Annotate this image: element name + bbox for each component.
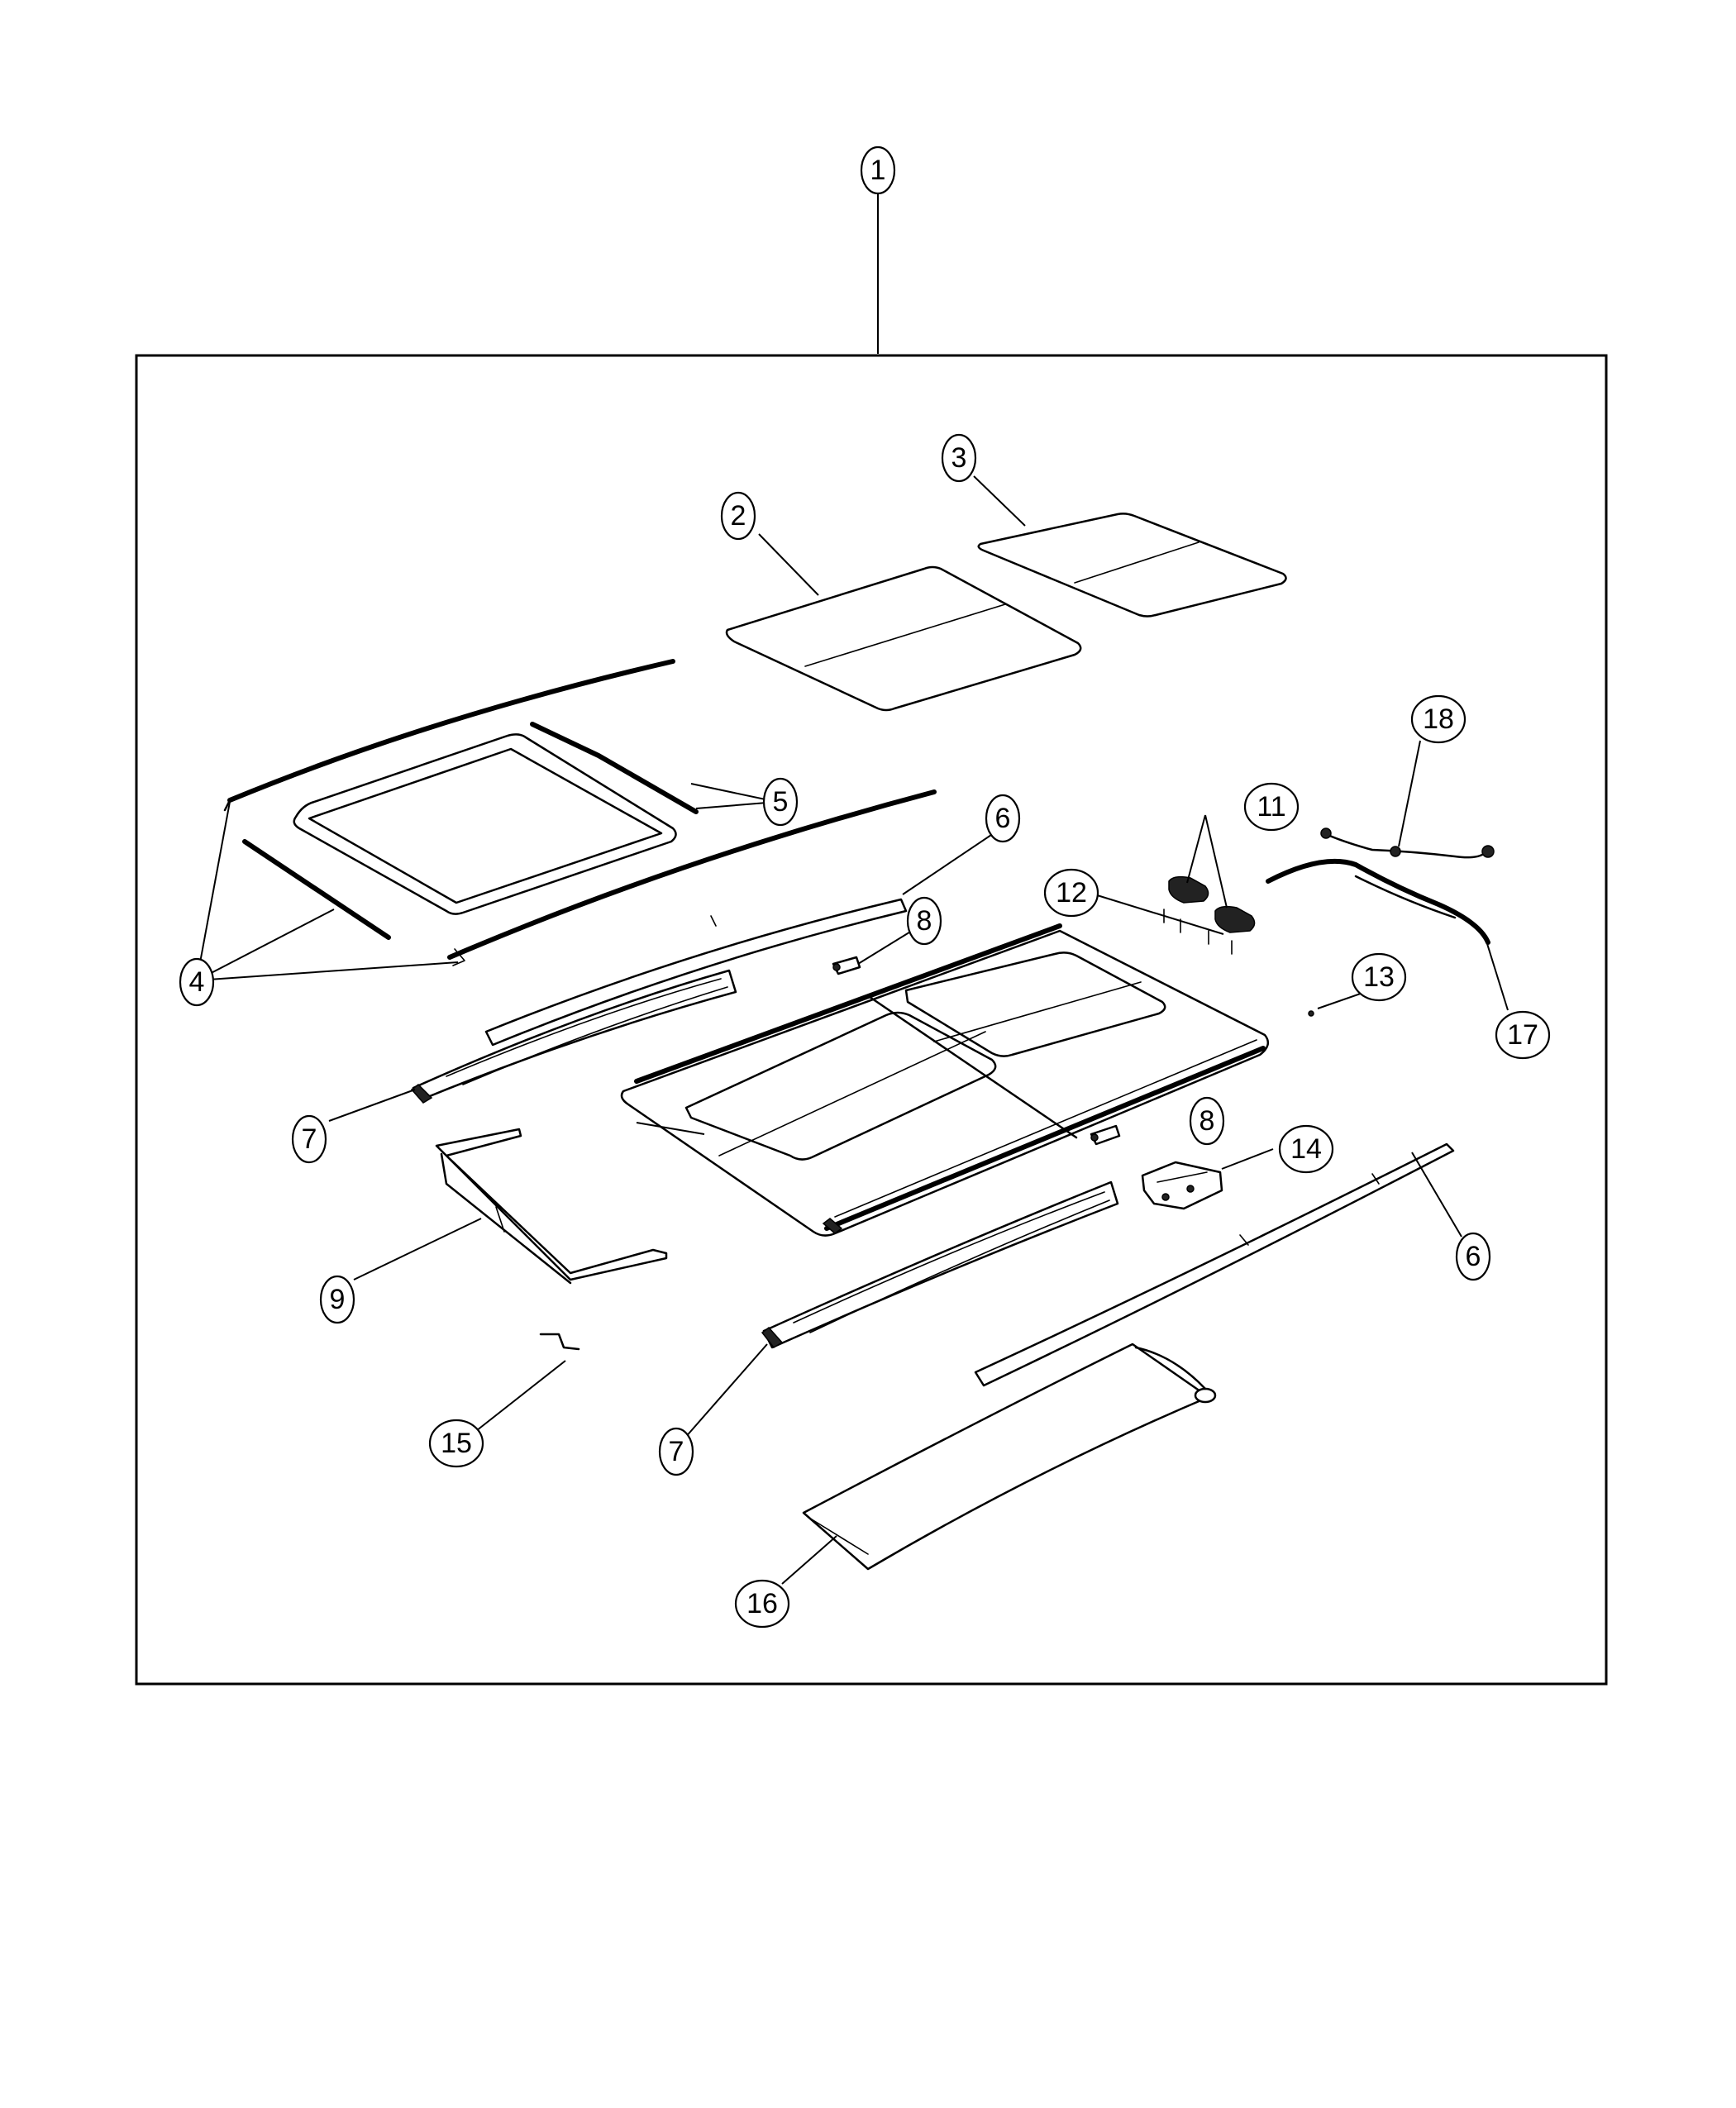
part-wind-deflector[interactable] — [435, 1128, 668, 1285]
part-motors[interactable] — [1168, 875, 1256, 933]
callout-12: 12 — [1043, 868, 1099, 918]
callout-1: 1 — [860, 145, 896, 195]
svg-text:1: 1 — [870, 155, 886, 186]
svg-text:9: 9 — [330, 1284, 346, 1315]
assembly-frame — [135, 354, 1608, 1686]
part-side-rail-upper[interactable] — [410, 969, 737, 1104]
callout-11: 11 — [1243, 782, 1300, 832]
svg-text:6: 6 — [1466, 1241, 1481, 1272]
callout-13: 13 — [1351, 952, 1407, 1002]
callout-8-upper: 8 — [906, 896, 942, 946]
part-main-roof-frame[interactable] — [620, 923, 1270, 1237]
svg-text:13: 13 — [1363, 961, 1395, 993]
svg-text:16: 16 — [746, 1588, 778, 1619]
part-bracket-8-lower[interactable] — [1090, 1124, 1121, 1146]
part-sunshade-roller[interactable] — [802, 1343, 1217, 1571]
callout-8-lower: 8 — [1189, 1096, 1225, 1146]
svg-text:8: 8 — [917, 905, 932, 937]
svg-text:3: 3 — [951, 442, 967, 474]
leader-lines — [196, 193, 1509, 1585]
callout-6-lower: 6 — [1455, 1232, 1491, 1281]
callout-15: 15 — [428, 1419, 484, 1468]
part-seal-frame[interactable] — [223, 659, 937, 966]
svg-text:4: 4 — [189, 966, 205, 998]
callout-6-upper: 6 — [985, 794, 1021, 843]
callout-7-upper: 7 — [291, 1114, 327, 1164]
part-clip-15[interactable] — [539, 1333, 580, 1351]
part-side-rail-lower[interactable] — [761, 1180, 1119, 1349]
svg-text:12: 12 — [1056, 877, 1087, 909]
svg-text:8: 8 — [1199, 1105, 1215, 1137]
svg-text:17: 17 — [1507, 1019, 1538, 1051]
svg-text:14: 14 — [1290, 1133, 1322, 1165]
callout-17: 17 — [1495, 1010, 1551, 1060]
callout-4: 4 — [179, 957, 215, 1007]
svg-text:7: 7 — [302, 1123, 317, 1155]
part-front-glass-panel[interactable] — [725, 565, 1082, 712]
part-harness-18[interactable] — [1320, 827, 1495, 859]
part-trim-strip-lower[interactable] — [974, 1142, 1455, 1387]
callout-16: 16 — [734, 1579, 790, 1629]
svg-text:18: 18 — [1423, 703, 1454, 735]
svg-text:6: 6 — [995, 803, 1011, 834]
callout-2: 2 — [720, 491, 756, 541]
svg-text:7: 7 — [669, 1436, 684, 1467]
svg-text:5: 5 — [773, 786, 789, 818]
part-deflector-strip-upper[interactable] — [484, 898, 908, 1047]
part-cable-17[interactable] — [1266, 858, 1490, 945]
part-bracket-8-upper[interactable] — [832, 956, 861, 975]
callout-14: 14 — [1278, 1124, 1334, 1174]
part-rear-glass-panel[interactable] — [977, 513, 1287, 618]
svg-text:15: 15 — [441, 1428, 472, 1459]
part-hinge-bracket[interactable] — [1141, 1161, 1223, 1210]
callout-7-lower: 7 — [658, 1427, 694, 1476]
callout-3: 3 — [941, 433, 977, 483]
svg-text:11: 11 — [1257, 791, 1285, 823]
svg-text:2: 2 — [731, 500, 746, 532]
callout-18: 18 — [1410, 694, 1467, 744]
callout-5: 5 — [762, 777, 799, 827]
callout-9: 9 — [319, 1275, 355, 1324]
part-pin-13[interactable] — [1308, 1010, 1314, 1017]
